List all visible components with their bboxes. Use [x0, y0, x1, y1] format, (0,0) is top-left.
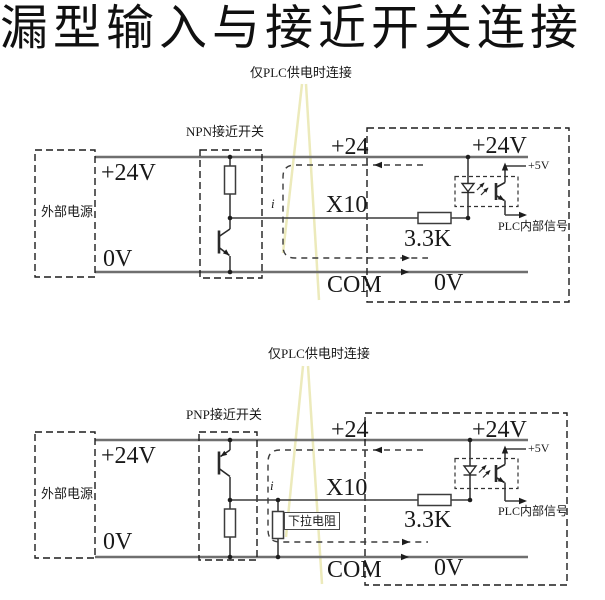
pulldown-resistor-label: 下拉电阻 [284, 512, 341, 530]
pnp-circuit [34, 412, 568, 586]
phototransistor-symbol [494, 181, 506, 202]
v5-arrow [501, 162, 509, 171]
callout-leader-lines [281, 83, 324, 585]
current-loop [282, 164, 428, 259]
external-power-label: 外部电源 [41, 486, 94, 501]
led-symbol [462, 465, 491, 478]
external-power-box [34, 149, 96, 278]
plc-box [364, 412, 568, 586]
wire-24-label: +24 [331, 417, 369, 443]
external-power-label: 外部电源 [41, 204, 94, 219]
power-rails [95, 438, 528, 559]
optocoupler-box [454, 175, 519, 208]
page-title: 漏型输入与接近开关连接 [0, 2, 584, 55]
x10-terminal-label: X10 [326, 475, 368, 501]
resistor-3k3-label: 3.3K [404, 226, 452, 252]
loop-arrow-left [374, 446, 382, 454]
plc-24v-label: +24V [472, 417, 527, 443]
resistor-3k3-label: 3.3K [404, 507, 452, 533]
input-resistor-3k3 [417, 211, 452, 225]
internal-signal-label: PLC内部信号 [498, 504, 569, 518]
supply-0v-label: 0V [103, 246, 133, 272]
pulldown-resistor [271, 510, 285, 540]
com-arrow [401, 268, 409, 276]
supply-24v-label: +24V [101, 160, 156, 186]
junction-dots [227, 437, 473, 560]
plc-0v-label: 0V [434, 270, 464, 296]
dashed-boxes [34, 127, 570, 303]
com-terminal-label: COM [327, 557, 382, 583]
current-i-label: i [270, 478, 274, 493]
callout-label-npn: 仅PLC供电时连接 [250, 65, 352, 80]
plc-box [366, 127, 570, 303]
supply-24v-label: +24V [101, 443, 156, 469]
led-symbol [460, 182, 489, 196]
current-loop [267, 449, 428, 543]
pnp-switch-box [198, 431, 258, 561]
resistor-symbols [223, 493, 452, 540]
switch-resistor [223, 508, 237, 538]
switch-name-label-pnp: PNP接近开关 [186, 407, 262, 422]
junction-dots [227, 154, 471, 275]
loop-arrow-right [402, 254, 410, 262]
loop-arrow-right [402, 538, 410, 546]
switch-name-label-npn: NPN接近开关 [186, 124, 265, 139]
external-power-box [34, 431, 96, 559]
internal-signal-label: PLC内部信号 [498, 219, 569, 233]
plc-5v-label: +5V [528, 441, 550, 455]
signal-wires [229, 440, 526, 557]
plc-5v-label: +5V [528, 158, 550, 172]
x10-terminal-label: X10 [326, 192, 368, 218]
supply-0v-label: 0V [103, 529, 133, 555]
plc-0v-label: 0V [434, 555, 464, 581]
callout-label-pnp: 仅PLC供电时连接 [268, 346, 370, 361]
npn-circuit [34, 127, 570, 303]
plc-24v-label: +24V [472, 133, 527, 159]
power-rails [95, 155, 528, 274]
npn-switch-box [199, 149, 263, 279]
signal-out-arrow [519, 497, 527, 505]
dashed-boxes [34, 412, 568, 586]
resistor-symbols [223, 165, 452, 225]
loop-arrow-left [374, 161, 382, 169]
phototransistor-symbol [494, 463, 506, 484]
npn-transistor-symbol [217, 228, 231, 257]
switch-resistor [223, 165, 237, 195]
pnp-transistor-symbol [217, 449, 231, 478]
wire-24-label: +24 [331, 134, 369, 160]
current-i-label: i [271, 196, 275, 211]
com-terminal-label: COM [327, 272, 382, 298]
com-arrow [401, 553, 409, 561]
input-resistor-3k3 [417, 493, 452, 507]
optocoupler-box [454, 457, 519, 490]
signal-out-arrow [519, 211, 527, 219]
v5-arrow [501, 445, 509, 454]
signal-wires [229, 157, 526, 272]
